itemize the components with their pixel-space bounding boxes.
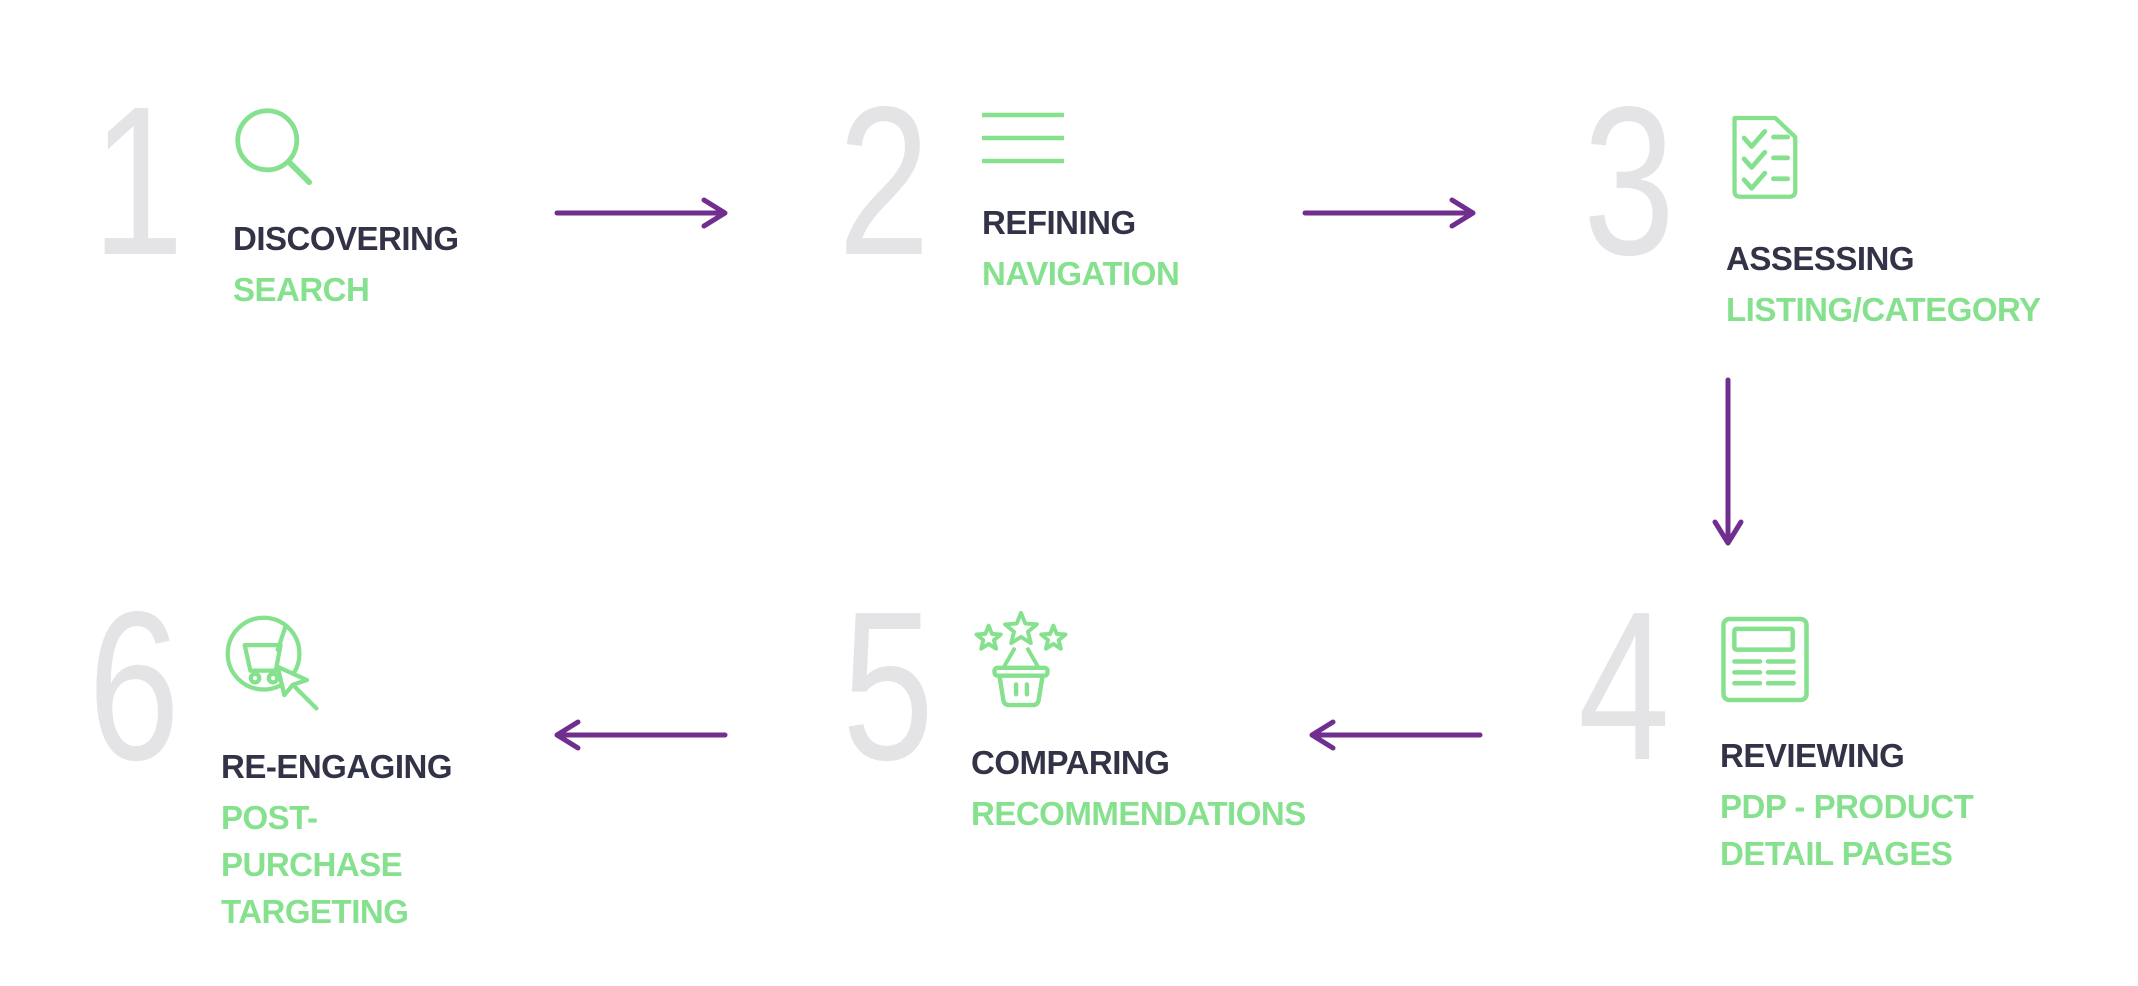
stars-basket-icon	[971, 606, 1301, 710]
step-title: DISCOVERING	[233, 220, 459, 257]
step-title: REFINING	[982, 204, 1136, 241]
step-body: ASSESSING LISTING/CATEGORY	[1726, 112, 2056, 334]
step-body: REVIEWING PDP - PRODUCT DETAIL PAGES	[1720, 616, 2090, 878]
cart-cursor-icon	[221, 614, 476, 714]
search-icon	[233, 106, 563, 186]
step-body: REFINING NAVIGATION	[982, 112, 1312, 298]
arrow-step3-to-step4	[1712, 377, 1744, 546]
step-title: COMPARING	[971, 744, 1170, 781]
checklist-icon	[1726, 112, 2056, 200]
step-subtitle: POST-PURCHASE TARGETING	[221, 798, 409, 930]
step-number: 5	[842, 567, 934, 804]
step-body: DISCOVERING SEARCH	[233, 106, 563, 314]
arrow-step5-to-step6	[554, 719, 728, 751]
step-title: REVIEWING	[1720, 737, 1905, 774]
step-body: RE-ENGAGING POST-PURCHASE TARGETING	[221, 614, 476, 935]
arrow-step1-to-step2	[554, 197, 728, 229]
step-number: 1	[92, 62, 184, 299]
step-title: RE-ENGAGING	[221, 748, 453, 785]
step-title: ASSESSING	[1726, 240, 1915, 277]
step-number: 2	[838, 62, 930, 299]
arrow-step2-to-step3	[1302, 197, 1476, 229]
step-number: 3	[1583, 62, 1675, 299]
step-number: 6	[88, 567, 180, 804]
product-detail-page-icon	[1720, 616, 2090, 703]
step-number: 4	[1578, 567, 1670, 804]
step-subtitle: SEARCH	[233, 270, 370, 308]
menu-lines-icon	[982, 112, 1312, 164]
step-subtitle: PDP - PRODUCT DETAIL PAGES	[1720, 787, 1974, 872]
step-subtitle: RECOMMENDATIONS	[971, 794, 1306, 832]
step-body: COMPARING RECOMMENDATIONS	[971, 606, 1306, 838]
step-subtitle: LISTING/CATEGORY	[1726, 290, 2041, 328]
arrow-step4-to-step5	[1309, 719, 1483, 751]
step-subtitle: NAVIGATION	[982, 254, 1180, 292]
